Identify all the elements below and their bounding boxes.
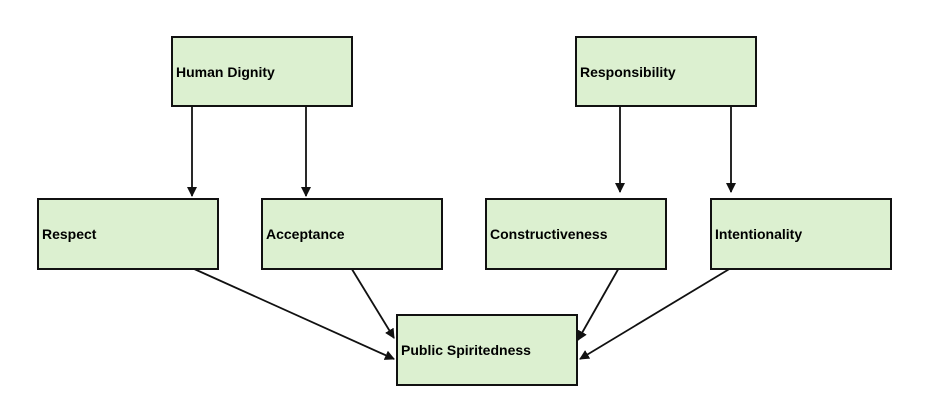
node-label-public-spiritedness: Public Spiritedness bbox=[401, 342, 531, 358]
node-label-acceptance: Acceptance bbox=[266, 226, 345, 242]
node-acceptance: Acceptance bbox=[261, 198, 443, 270]
node-responsibility: Responsibility bbox=[575, 36, 757, 107]
node-label-responsibility: Responsibility bbox=[580, 63, 676, 80]
node-respect: Respect bbox=[37, 198, 219, 270]
node-human-dignity: Human Dignity bbox=[171, 36, 353, 107]
node-public-spiritedness: Public Spiritedness bbox=[396, 314, 578, 386]
node-label-respect: Respect bbox=[42, 226, 97, 242]
edge-constructiveness-to-public-spiritedness bbox=[577, 265, 621, 341]
edge-acceptance-to-public-spiritedness bbox=[349, 265, 395, 339]
node-label-intentionality: Intentionality bbox=[715, 226, 803, 242]
node-constructiveness: Constructiveness bbox=[485, 198, 667, 270]
node-label-constructiveness: Constructiveness bbox=[490, 226, 608, 242]
edge-intentionality-to-public-spiritedness bbox=[579, 267, 732, 360]
node-intentionality: Intentionality bbox=[710, 198, 892, 270]
node-label-human-dignity: Human Dignity bbox=[176, 63, 275, 80]
edge-respect-to-public-spiritedness bbox=[191, 267, 395, 360]
